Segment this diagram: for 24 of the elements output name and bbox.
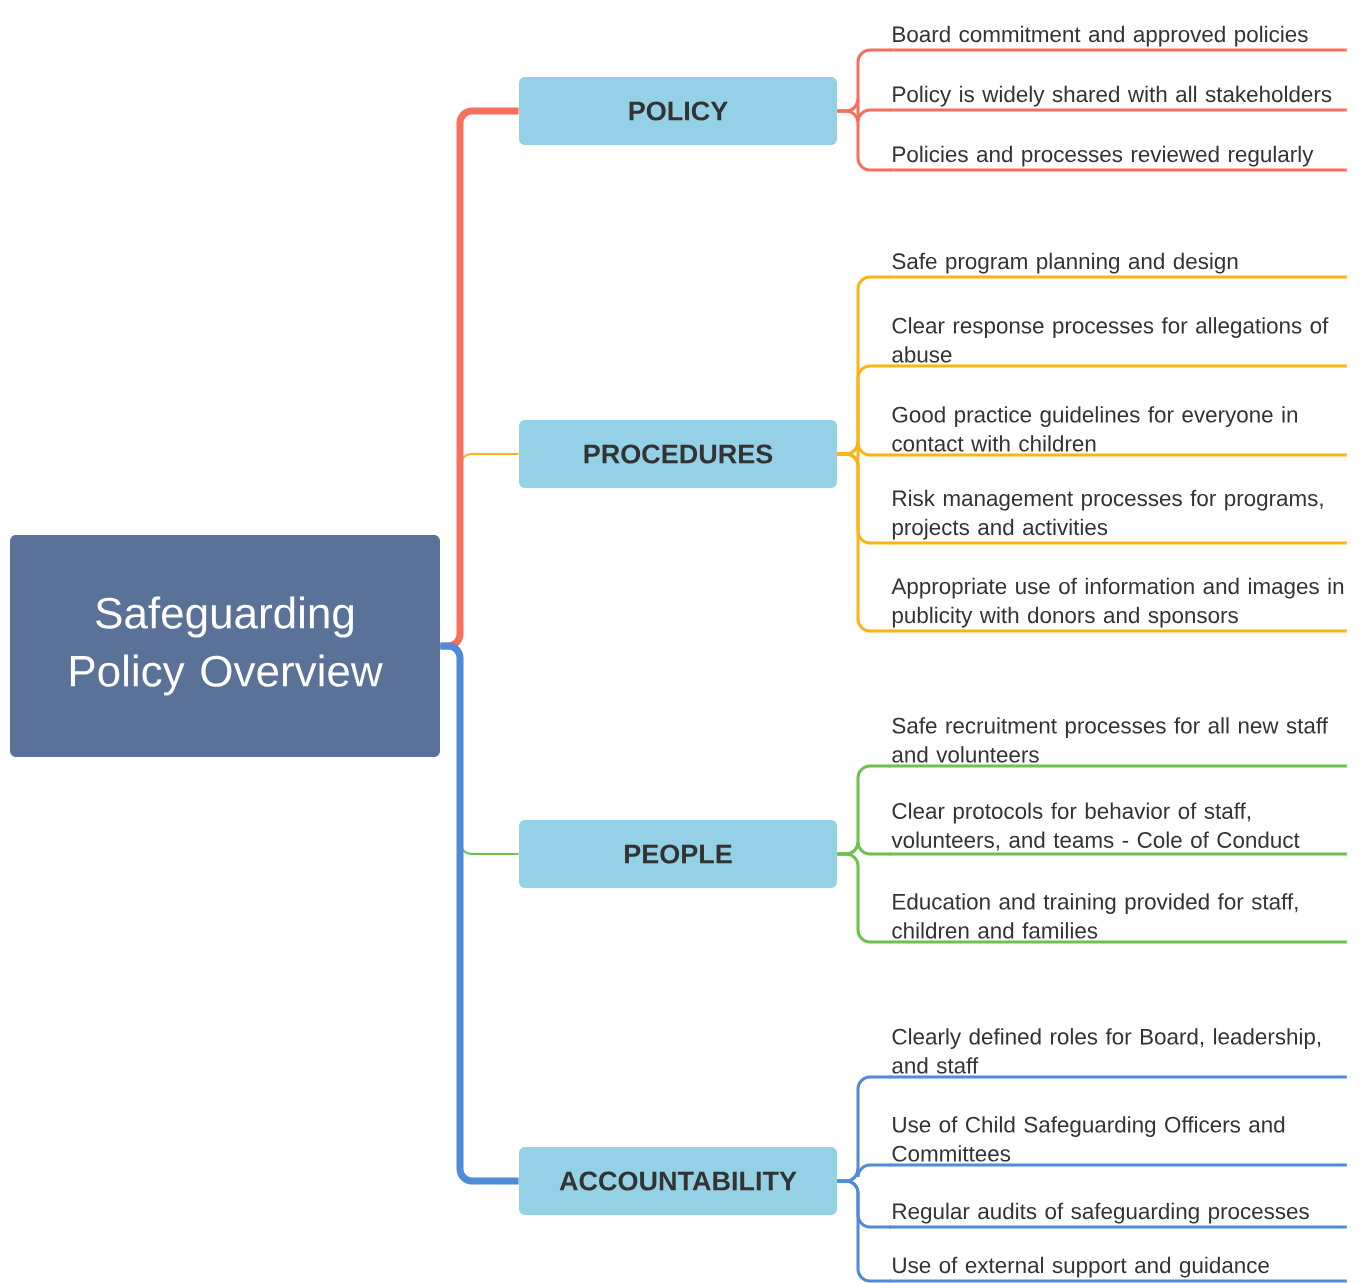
category-box: ACCOUNTABILITY (519, 1147, 837, 1215)
category-box: POLICY (519, 77, 837, 145)
connector-line (837, 109, 891, 172)
underlined-item: Safe recruitment processes for all new staff and volunteers (889, 717, 1347, 768)
underlined-item: Risk management processes for programs, projects and activities (889, 489, 1347, 545)
underlined-item: Policies and processes reviewed regularly (889, 145, 1347, 172)
title-box: Safeguarding Policy Overview (10, 535, 440, 757)
underlined-item: Safe program planning and design (889, 252, 1347, 279)
connector-line (837, 1179, 891, 1283)
category-box: PROCEDURES (519, 420, 837, 488)
underlined-item: Regular audits of safeguarding processes (889, 1202, 1347, 1229)
underlined-item: Clearly defined roles for Board, leadership, and staff (889, 1028, 1347, 1079)
underlined-item: Board commitment and approved policies (889, 25, 1347, 52)
underlined-item: Good practice guidelines for everyone in contact with children (889, 406, 1347, 457)
connector-line (837, 852, 891, 944)
underlined-item: Education and training provided for staff, children and families (889, 893, 1347, 944)
connector-line (837, 452, 891, 633)
category-box: PEOPLE (519, 820, 837, 888)
underlined-item: Clear protocols for behavior of staff, volunteers, and teams - Cole of Conduct (889, 802, 1347, 856)
underlined-item: Appropriate use of information and images in publicity with donors and sponsors (889, 577, 1347, 633)
underlined-item: Use of external support and guidance (889, 1256, 1347, 1283)
underlined-item: Policy is widely shared with all stakeholders (889, 85, 1347, 112)
underlined-item: Use of Child Safeguarding Officers and Committees (889, 1116, 1347, 1167)
underlined-item: Clear response processes for allegations of abuse (889, 317, 1347, 368)
